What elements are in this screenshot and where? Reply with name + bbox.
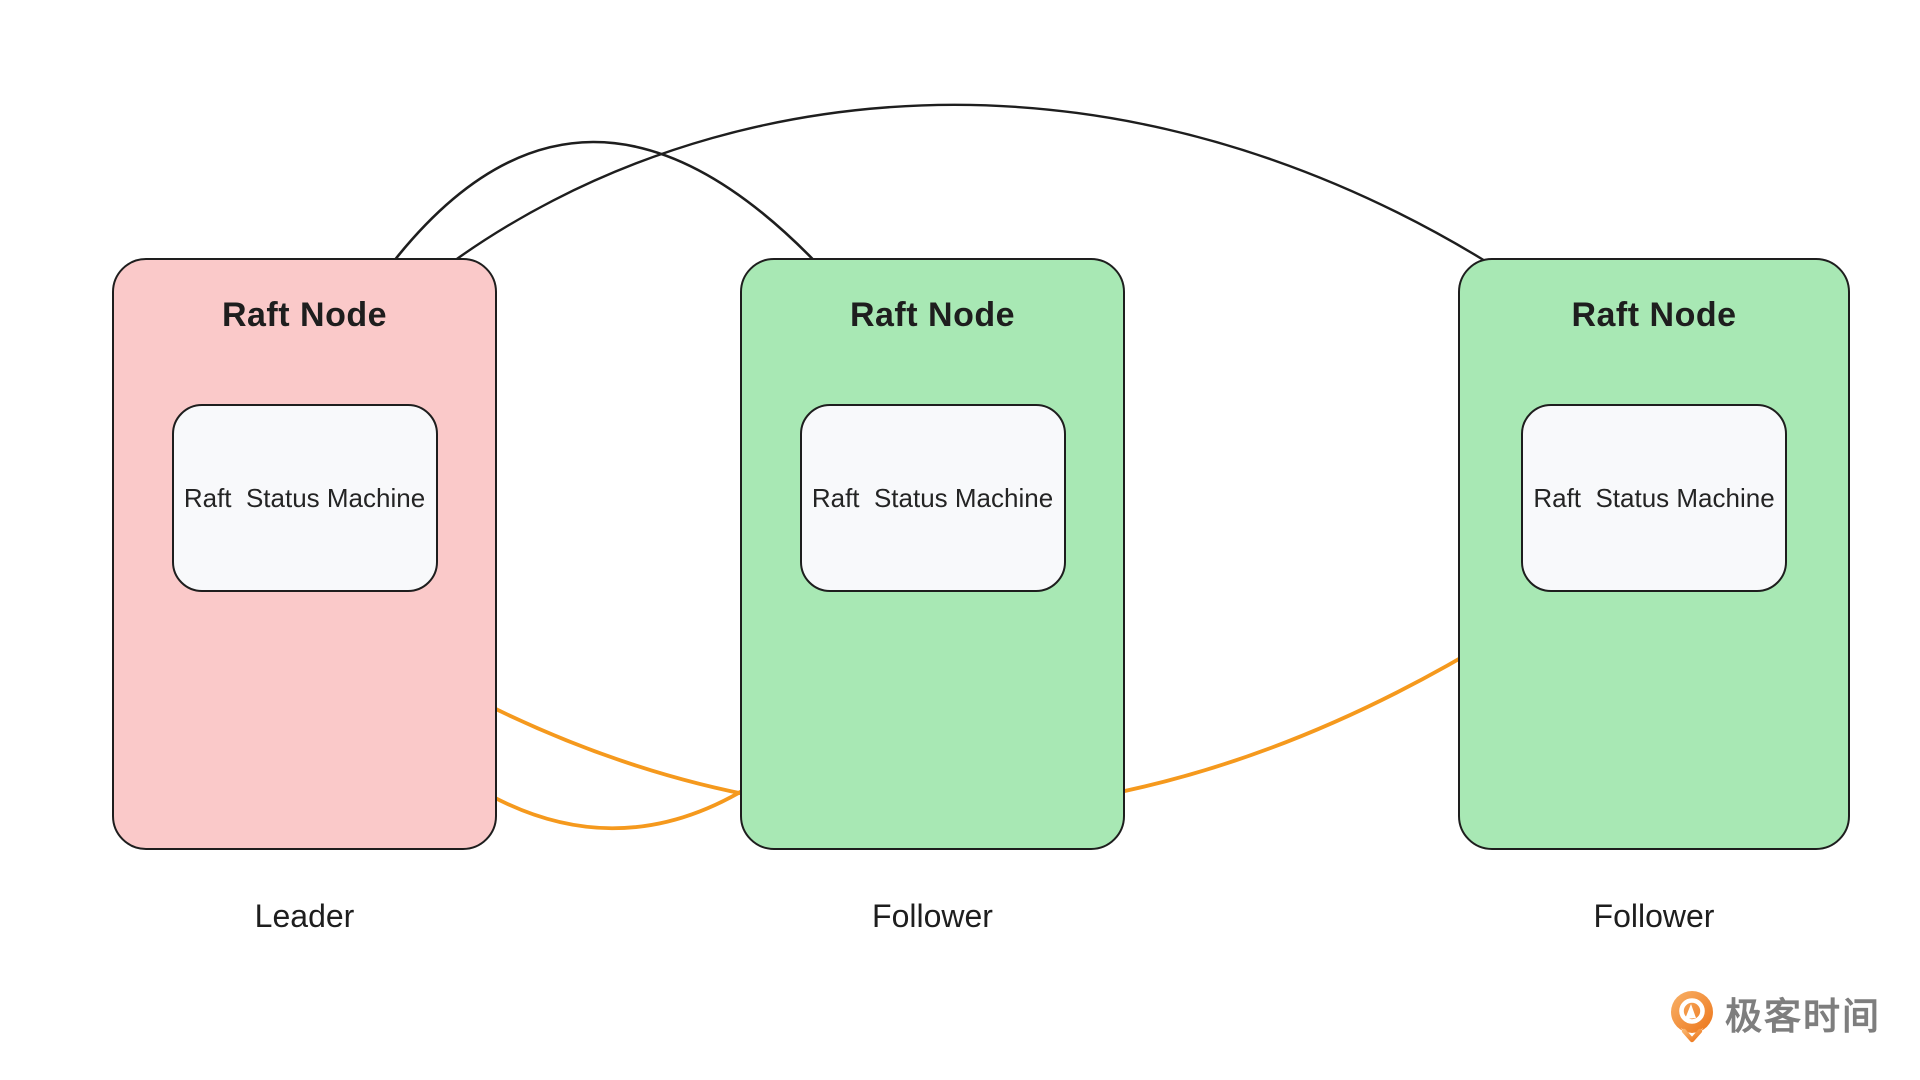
role-label-follower-2: Follower [1593, 898, 1715, 934]
raft-node-follower-2: Raft Node Raft Status Machine [1458, 258, 1850, 850]
node-title: Raft Node [1571, 296, 1737, 334]
raft-status-machine-box: Raft Status Machine [799, 404, 1066, 592]
raft-status-machine-label: Raft Status Machine [1533, 482, 1775, 513]
raft-status-machine-label: Raft Status Machine [811, 482, 1054, 513]
raft-node-follower-1: Raft Node Raft Status Machine [740, 258, 1125, 850]
geektime-logo-text: 极客时间 [1725, 996, 1881, 1037]
raft-status-machine-box: Raft Status Machine [171, 404, 438, 592]
node-title: Raft Node [849, 296, 1016, 334]
raft-status-machine-label: Raft Status Machine [183, 482, 426, 513]
node-title: Raft Node [221, 296, 388, 334]
geektime-logo-icon [1671, 991, 1713, 1046]
raft-node-leader: Raft Node Raft Status Machine [112, 258, 497, 850]
raft-status-machine-box: Raft Status Machine [1521, 404, 1787, 592]
role-label-leader: Leader [254, 898, 355, 934]
geektime-logo: 极客时间 [1668, 988, 1881, 1046]
role-label-follower-1: Follower [872, 898, 993, 934]
